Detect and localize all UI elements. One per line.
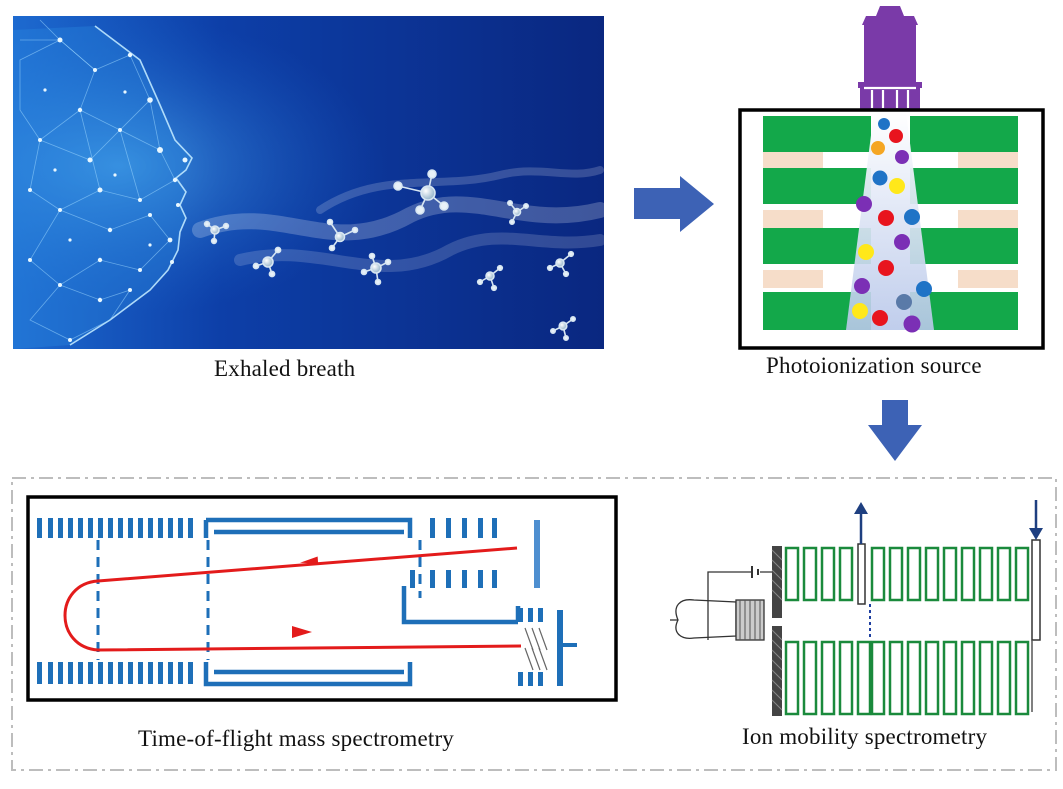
ims-diagram <box>670 500 1043 716</box>
uv-lamp-icon <box>858 6 922 110</box>
photoionization-source-label: Photoionization source <box>766 353 982 378</box>
spectrometer-group-frame <box>11 477 1057 771</box>
exhaled-breath-label: Exhaled breath <box>214 356 356 381</box>
tof-ms-label: Time-of-flight mass spectrometry <box>138 726 455 751</box>
face-network-icon <box>13 19 193 349</box>
flow-arrow-icon <box>634 176 714 232</box>
molecule-icon <box>203 169 576 341</box>
ims-label: Ion mobility spectrometry <box>742 724 988 749</box>
exhaled-breath-image <box>13 16 608 349</box>
tof-ms-diagram <box>26 495 618 702</box>
flow-arrow-icon <box>868 400 922 461</box>
photoionization-source-diagram <box>738 6 1045 350</box>
